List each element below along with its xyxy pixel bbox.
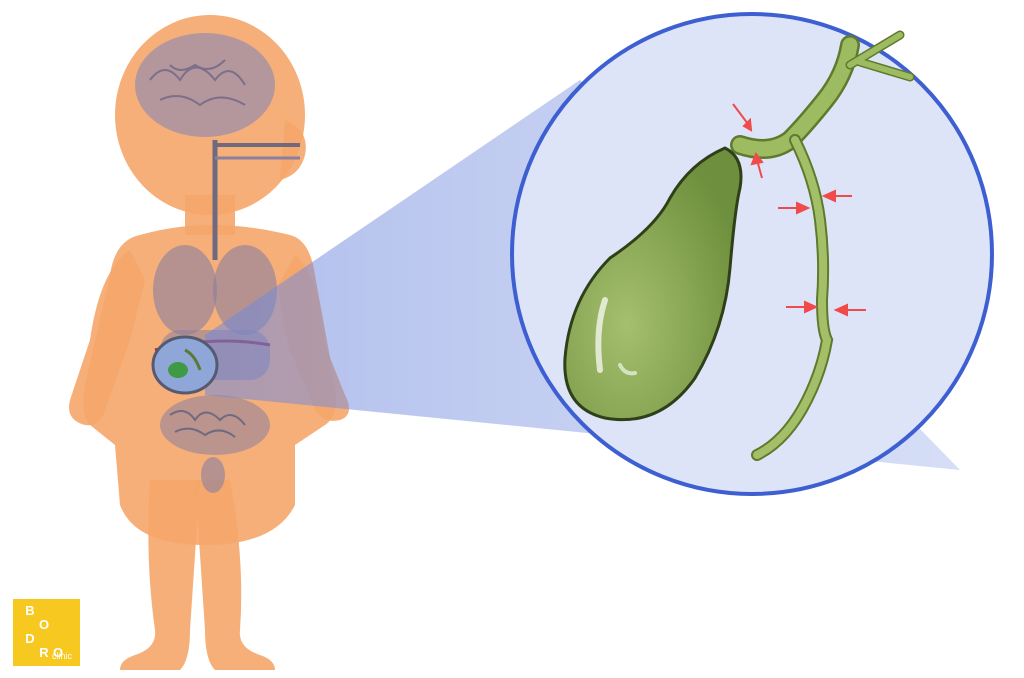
small-magnifier: [151, 335, 219, 395]
logo-row-3: D: [23, 632, 80, 646]
logo-letter: O: [38, 617, 50, 632]
logo-tagline: clinic: [51, 651, 72, 661]
logo-letter: D: [25, 631, 35, 646]
logo-letter: R: [39, 645, 49, 660]
logo-letter: B: [25, 603, 35, 618]
clinic-logo: B O D R O clinic: [13, 599, 80, 666]
esophagus: [212, 140, 300, 260]
bile-ducts: [730, 30, 915, 461]
brain: [135, 33, 275, 137]
gallbladder: [563, 146, 743, 422]
logo-letter: O: [52, 645, 64, 660]
magnified-circle: [510, 12, 994, 496]
logo-row-2: O: [23, 618, 80, 632]
narrowing-arrows: [732, 103, 866, 317]
logo-row-1: B: [23, 604, 80, 618]
logo-row-4: R O: [23, 646, 80, 660]
